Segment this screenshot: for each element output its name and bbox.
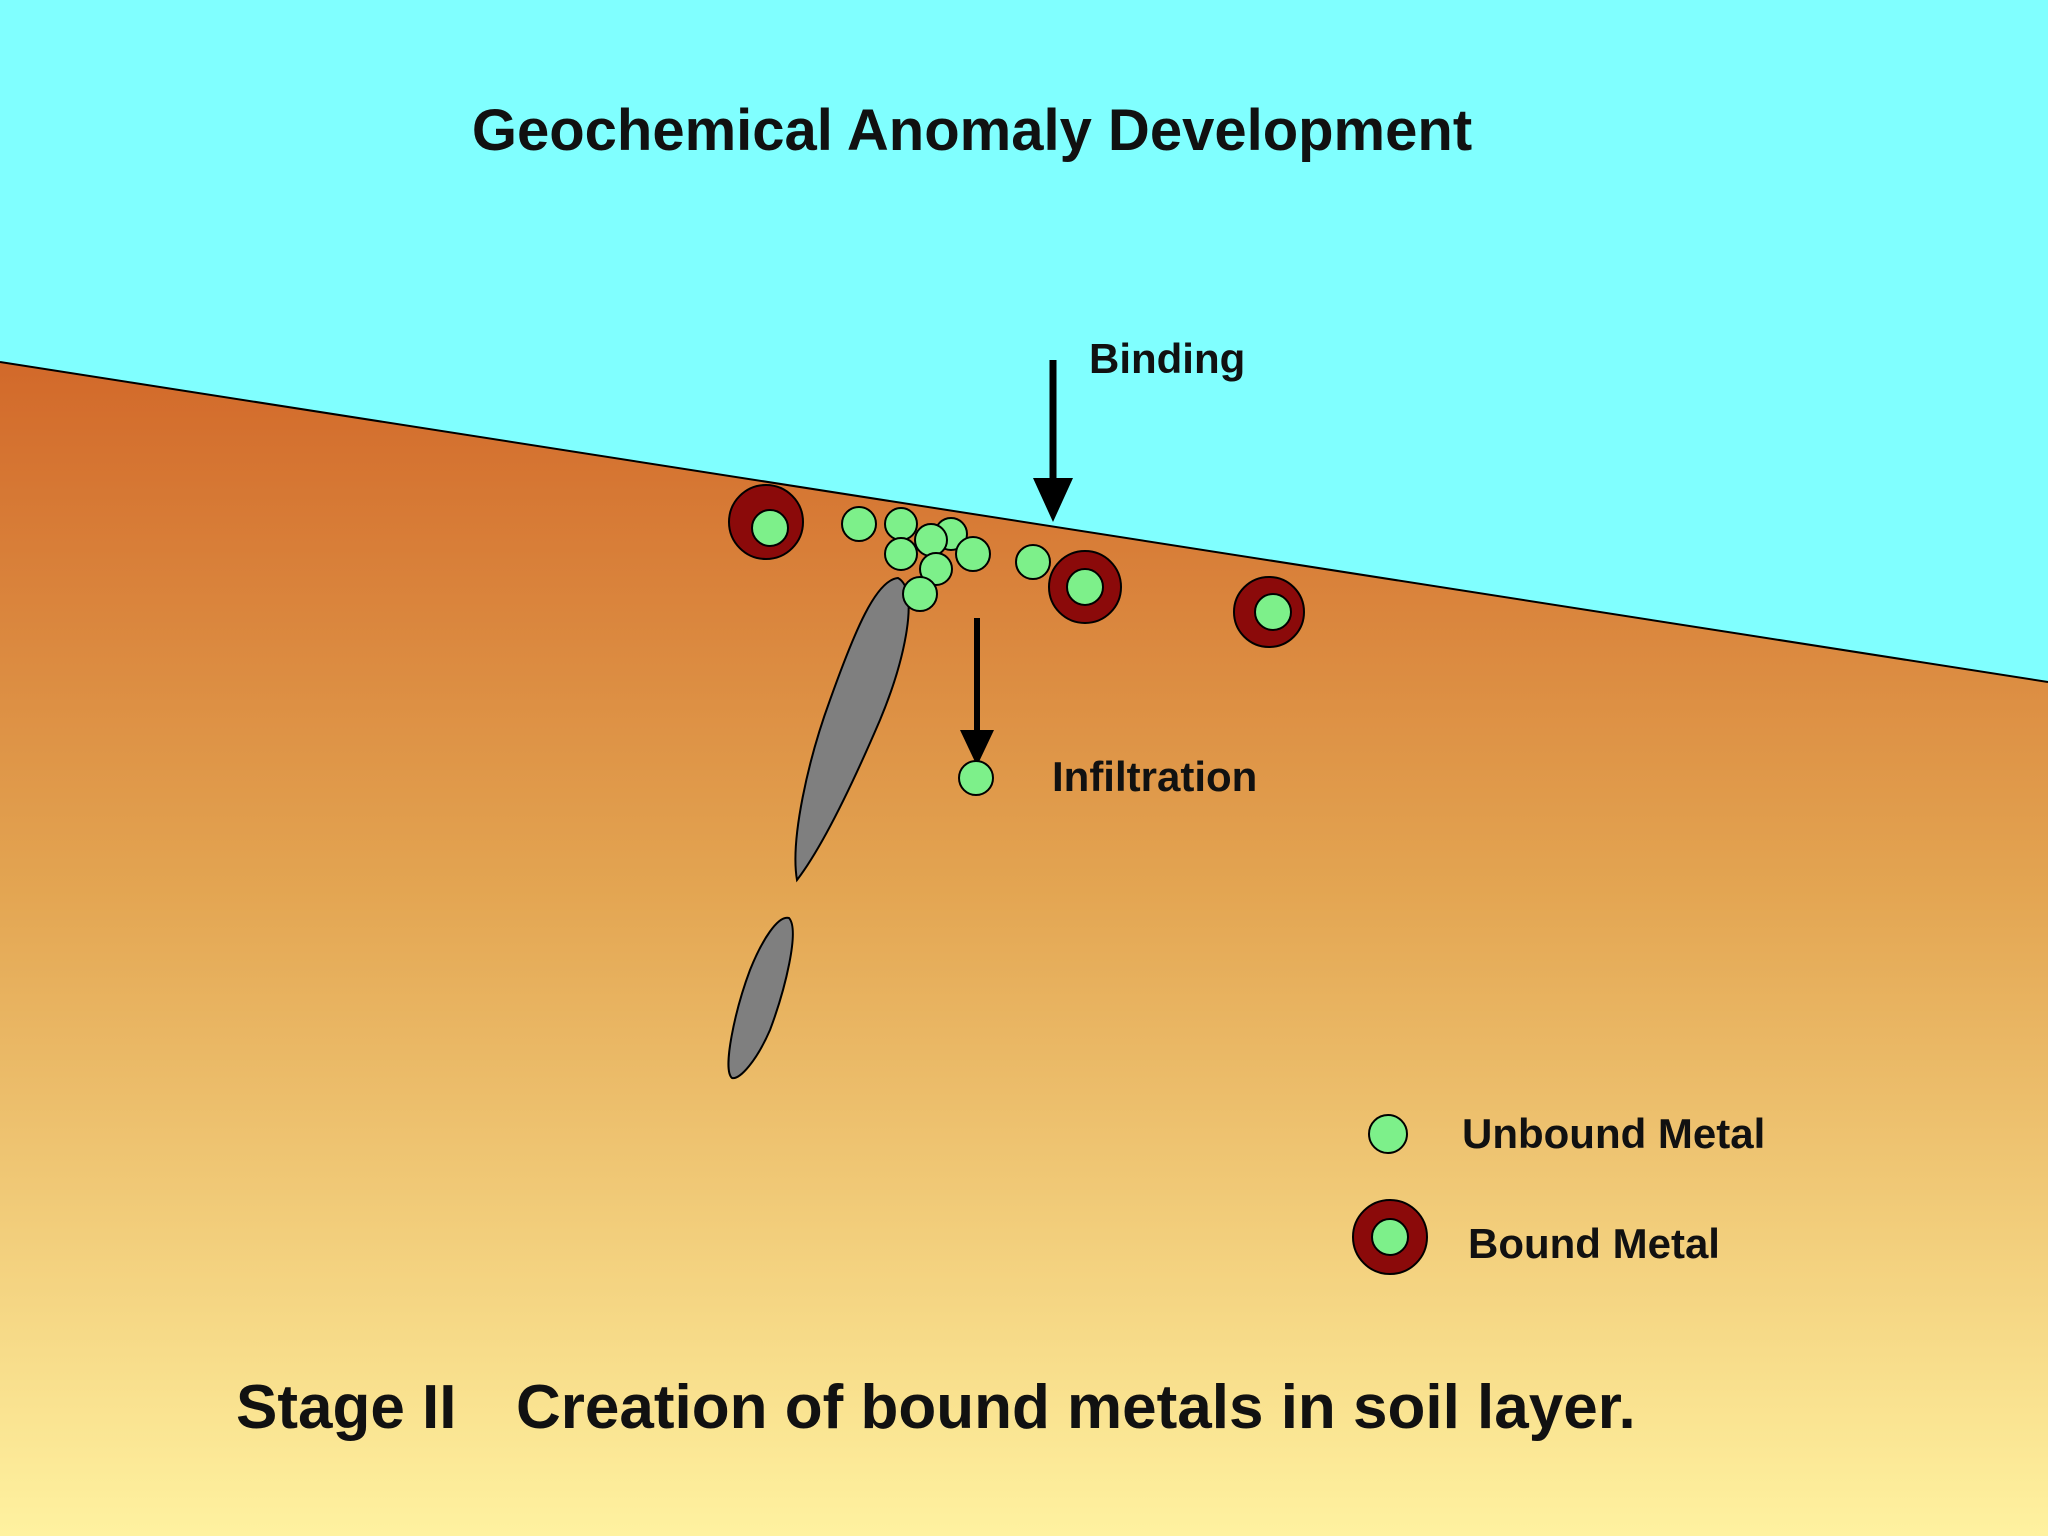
vein-upper — [794, 576, 910, 883]
bound-metal — [1048, 550, 1122, 624]
slide-title: Geochemical Anomaly Development — [472, 98, 1472, 163]
ground-surface-line — [0, 361, 2048, 683]
legend-unbound-swatch — [1368, 1114, 1408, 1154]
caption-stage: Stage II — [236, 1373, 457, 1442]
legend-unbound-label: Unbound Metal — [1462, 1110, 1765, 1157]
unbound-metal — [902, 576, 938, 612]
soil-layer — [0, 362, 2048, 1536]
infiltration-arrow — [960, 618, 994, 766]
bound-metal — [1233, 576, 1305, 648]
binding-arrow — [1033, 360, 1073, 522]
infiltration-label: Infiltration — [1052, 753, 1257, 800]
unbound-metal — [884, 537, 918, 571]
unbound-metal — [958, 760, 994, 796]
vein-lower — [727, 916, 794, 1080]
unbound-metal — [841, 506, 877, 542]
binding-label: Binding — [1089, 335, 1245, 382]
unbound-metal — [884, 507, 918, 541]
legend-bound-label: Bound Metal — [1468, 1220, 1720, 1267]
legend: Unbound Metal Bound Metal — [1352, 1110, 1765, 1275]
unbound-metal — [1015, 544, 1051, 580]
caption-text: Creation of bound metals in soil layer. — [516, 1373, 1636, 1442]
bound-metal — [728, 484, 804, 560]
unbound-metal — [919, 552, 953, 586]
unbound-metal — [955, 536, 991, 572]
unbound-metal-cluster — [841, 506, 1051, 612]
legend-bound-swatch-core — [1371, 1218, 1409, 1256]
unbound-metal — [914, 523, 948, 557]
